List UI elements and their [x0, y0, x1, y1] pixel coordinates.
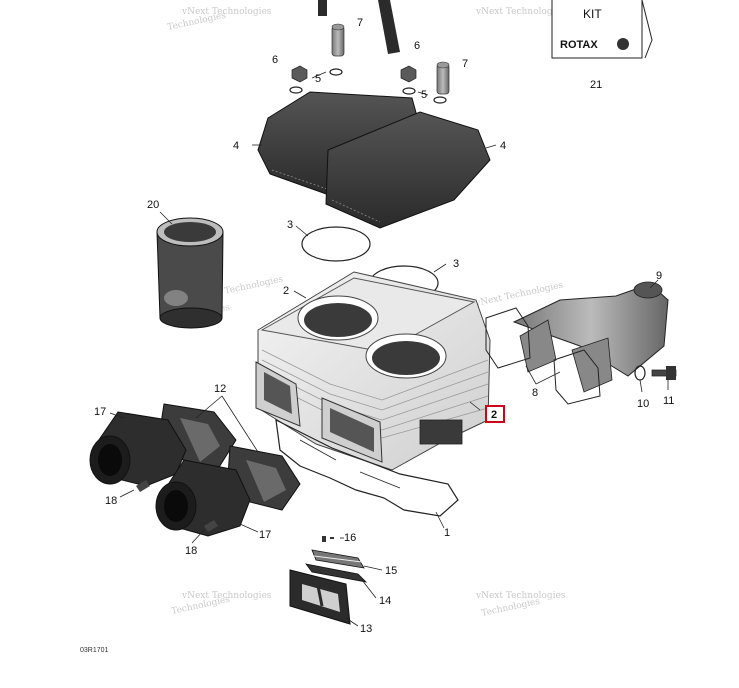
bolt-part-11[interactable]: [651, 366, 677, 380]
cylinder-sleeve-part[interactable]: [156, 217, 224, 329]
selected-callout-label: 2: [491, 409, 497, 421]
brp-logo-icon: [617, 38, 629, 50]
screw-part-18-upper[interactable]: [136, 480, 150, 492]
rotax-logo-text: ROTAX: [560, 39, 598, 51]
nut-part-right[interactable]: [400, 65, 417, 83]
callout-5-left[interactable]: 5: [315, 73, 321, 85]
washer-part-10[interactable]: [634, 365, 646, 381]
watermark-text: vNext Technologies: [181, 7, 272, 17]
gasket-kit-box[interactable]: KIT ROTAX: [551, 0, 653, 59]
nut-part-left[interactable]: [291, 65, 308, 83]
washer-part-right[interactable]: [402, 87, 447, 104]
intake-manifold-part-lower[interactable]: [155, 459, 251, 537]
washer-part-left[interactable]: [289, 68, 343, 94]
callout-9[interactable]: 9: [656, 270, 662, 282]
callout-12[interactable]: 12: [214, 383, 226, 395]
stud-part-right[interactable]: [436, 61, 450, 95]
callout-6-left[interactable]: 6: [272, 54, 278, 66]
callout-3-left[interactable]: 3: [287, 219, 293, 231]
watermark-text: vNext Technologies: [475, 7, 566, 17]
callout-8[interactable]: 8: [532, 387, 538, 399]
kit-label: KIT: [583, 7, 602, 21]
reed-stopper-part-14[interactable]: [305, 563, 368, 583]
callout-6-right[interactable]: 6: [414, 40, 420, 52]
callout-5-right[interactable]: 5: [421, 89, 427, 101]
callout-18-upper[interactable]: 18: [105, 495, 117, 507]
callout-17-lower[interactable]: 17: [259, 529, 271, 541]
exhaust-manifold-part[interactable]: [512, 281, 669, 393]
callout-labels: 7 7 6 6 5 5 4 4 3 3 2 20 21 9 8 10 11 12…: [94, 17, 674, 635]
stud-part-left[interactable]: [331, 23, 345, 57]
callout-14[interactable]: 14: [379, 595, 391, 607]
callout-4-right[interactable]: 4: [500, 140, 506, 152]
callout-13[interactable]: 13: [360, 623, 372, 635]
reed-block-part-13[interactable]: [289, 569, 351, 625]
exhaust-gasket-part[interactable]: [485, 307, 601, 405]
callout-1[interactable]: 1: [444, 527, 450, 539]
callout-17-upper[interactable]: 17: [94, 406, 106, 418]
o-ring-part-left[interactable]: [301, 226, 371, 262]
callout-7-lower[interactable]: 7: [462, 58, 468, 70]
cylinder-block-part[interactable]: [255, 271, 491, 471]
reed-petal-part-15[interactable]: [311, 549, 365, 569]
callout-7-upper[interactable]: 7: [357, 17, 363, 29]
callout-20[interactable]: 20: [147, 199, 159, 211]
callout-4-left[interactable]: 4: [233, 140, 239, 152]
leader-lines: [109, 71, 669, 627]
coolant-hose-part: [318, 0, 400, 54]
callout-3-right[interactable]: 3: [453, 258, 459, 270]
base-gasket-part[interactable]: [275, 418, 459, 517]
watermark-text: vNext Technologies: [475, 591, 566, 601]
callout-15[interactable]: 15: [385, 565, 397, 577]
callout-11[interactable]: 11: [663, 395, 674, 407]
selected-callout-2[interactable]: 2: [485, 405, 505, 423]
callout-2[interactable]: 2: [283, 285, 289, 297]
intake-manifold-part-upper[interactable]: [89, 411, 187, 487]
figure-code: 03R1701: [80, 647, 109, 654]
screw-part-16[interactable]: [322, 536, 334, 542]
callout-16[interactable]: 16: [344, 532, 356, 544]
callout-21[interactable]: 21: [590, 79, 602, 91]
head-cover-part-right[interactable]: [325, 111, 491, 229]
watermark-text: vNext Technologies: [181, 591, 272, 601]
callout-18-lower[interactable]: 18: [185, 545, 197, 557]
screw-part-18-lower[interactable]: [204, 520, 218, 532]
callout-10[interactable]: 10: [637, 398, 649, 410]
